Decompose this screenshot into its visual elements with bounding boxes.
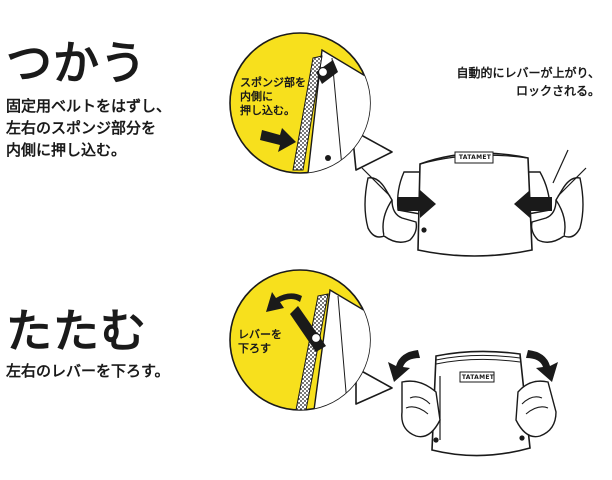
step1-product-label: TATAMET xyxy=(458,154,492,161)
push-right-arrow-icon xyxy=(398,190,436,218)
step2-product-label: TATAMET xyxy=(461,374,495,381)
step1-zoom-circle xyxy=(229,32,393,174)
curve-left-arrow-icon xyxy=(388,350,420,382)
push-left-arrow-icon xyxy=(514,190,552,218)
step2-helmet-illustration xyxy=(388,350,558,457)
step1-helmet-illustration xyxy=(361,149,587,257)
rotate-down-arrow-icon xyxy=(266,292,302,312)
step2-zoom-circle xyxy=(229,269,393,411)
step1-note: 自動的にレバーが上がり、 ロックされる。 xyxy=(456,66,600,98)
step1-title: つかう xyxy=(6,36,147,90)
step2-callout: レバーを 下ろす xyxy=(238,328,282,355)
step1-description: 固定用ベルトをはずし、 左右のスポンジ部分を 内側に押し込む。 xyxy=(6,97,172,159)
step1-callout: スポンジ部を 内側に 押し込む。 xyxy=(240,76,306,117)
step2-description: 左右のレバーを下ろす。 xyxy=(6,362,170,380)
push-arrow-icon xyxy=(260,128,296,152)
step2-title: たたむ xyxy=(6,304,147,358)
curve-right-arrow-icon xyxy=(526,350,558,382)
